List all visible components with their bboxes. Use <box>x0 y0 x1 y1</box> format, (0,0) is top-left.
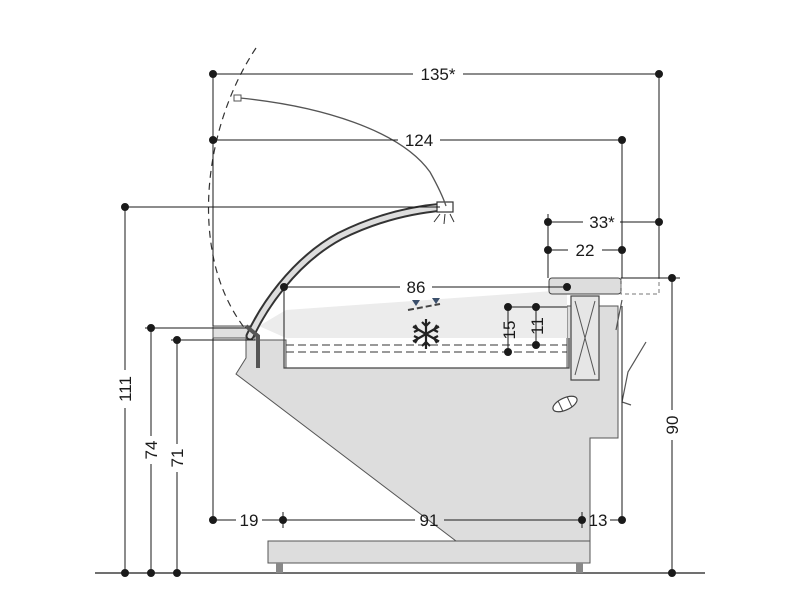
dim-well-depth: 86 <box>407 278 426 297</box>
lamp-icon <box>552 395 578 413</box>
dim-base-depth: 91 <box>420 511 439 530</box>
storage-box-cross-b <box>574 300 596 376</box>
dim-rear-offset: 13 <box>589 511 608 530</box>
dim-rear-height: 90 <box>663 416 682 435</box>
air-flow-arrows <box>407 298 441 311</box>
dim-canopy-depth: 124 <box>405 131 433 150</box>
snowflake-icon <box>412 319 440 349</box>
dimension-lines <box>121 70 680 577</box>
open-glass-position <box>239 97 447 207</box>
glass-lower-bend <box>244 324 260 368</box>
rear-storage-box <box>570 295 600 381</box>
rear-flap <box>615 299 647 406</box>
dim-rear-shelf-inner: 22 <box>576 241 595 260</box>
dim-front-overhang: 19 <box>240 511 259 530</box>
foot-right <box>576 563 583 573</box>
base-plinth <box>267 540 591 564</box>
foot-left <box>276 563 283 573</box>
open-glass-hinge <box>233 94 242 102</box>
dim-rear-shelf-depth: 33* <box>589 213 615 232</box>
rear-top-shelf <box>548 277 622 295</box>
main-body <box>213 305 619 542</box>
display-glass-area <box>259 290 567 338</box>
dim-well-height-11: 11 <box>528 317 547 335</box>
rear-shelf-extension <box>620 277 660 295</box>
dim-well-height-15: 15 <box>500 321 519 340</box>
glass-swing-arc <box>207 47 257 331</box>
dim-rail-height: 71 <box>168 449 187 468</box>
product-well <box>283 338 570 369</box>
canopy-light-icon <box>433 201 455 225</box>
curved-front-glass-inner <box>247 204 447 339</box>
dim-total-height: 111 <box>116 376 135 402</box>
counter-body <box>212 277 660 573</box>
dim-total-depth: 135* <box>421 65 456 84</box>
dim-front-height: 74 <box>142 441 161 460</box>
